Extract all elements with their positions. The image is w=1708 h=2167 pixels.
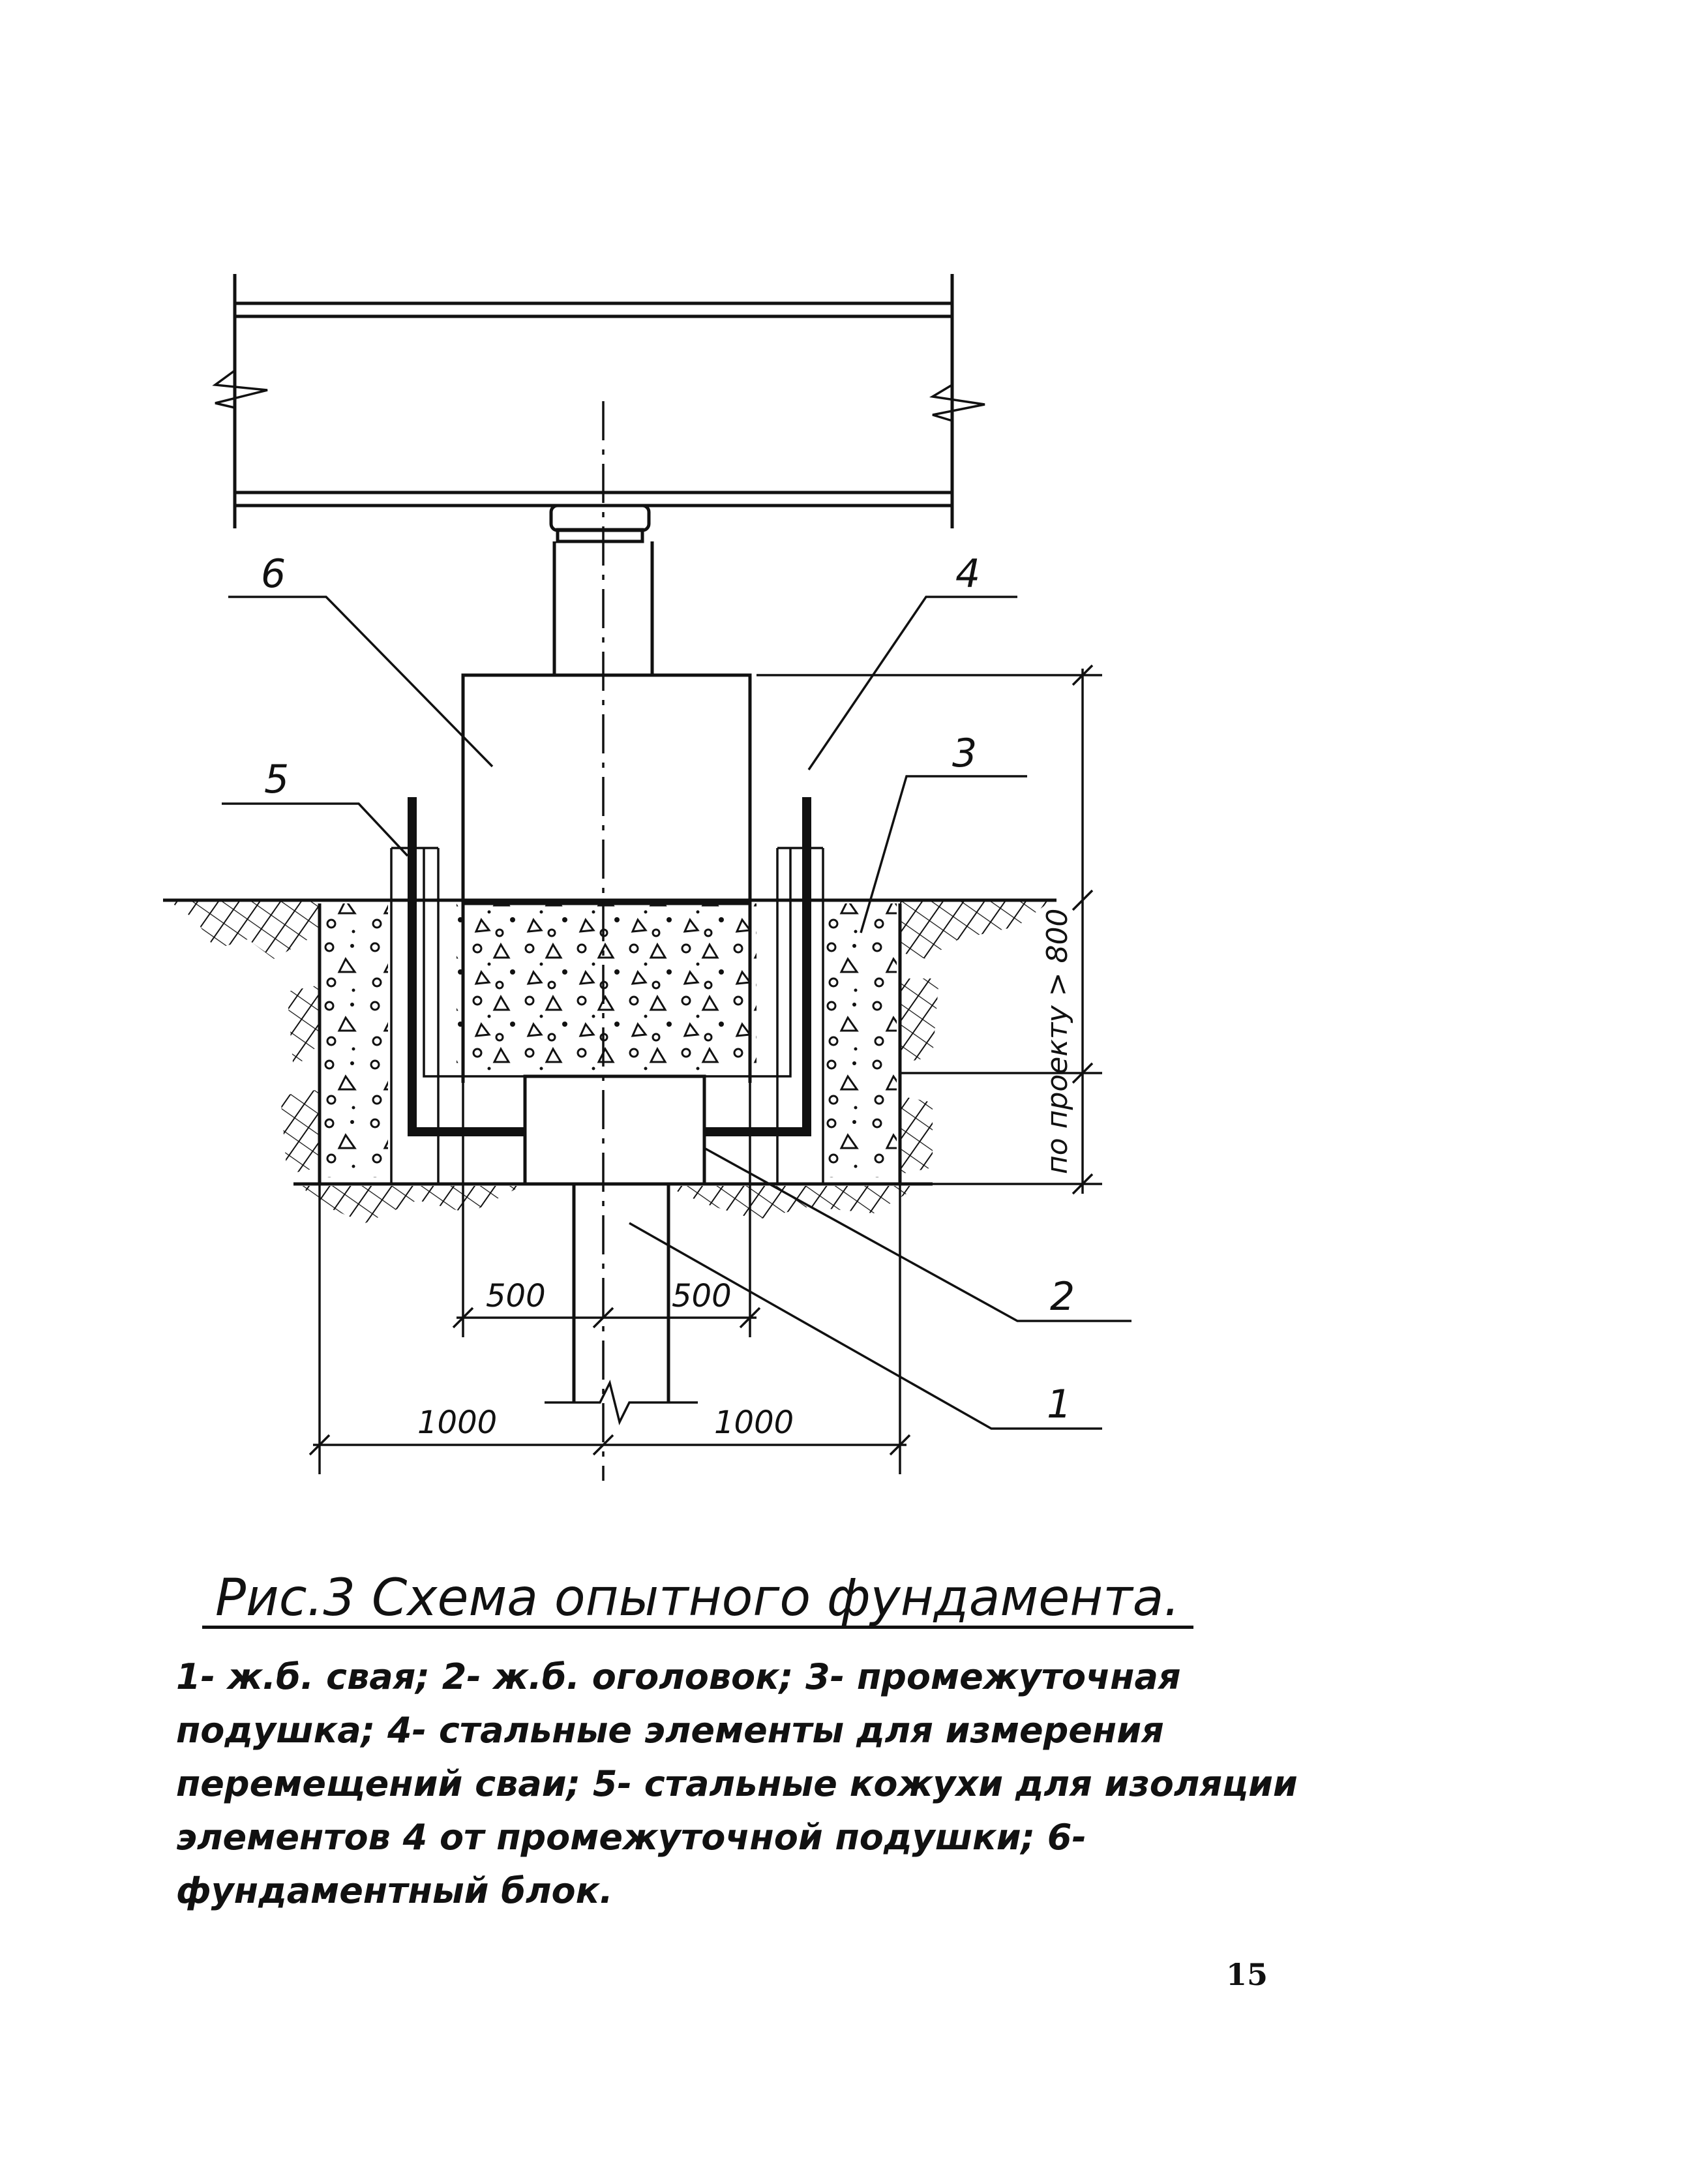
callout-1: 1	[1047, 1382, 1071, 1427]
dimension-lines	[308, 664, 1102, 1474]
callout-leaders	[222, 596, 1131, 1430]
intermediate-cushion	[318, 898, 902, 1184]
dim-right-1000: 1000	[714, 1404, 794, 1441]
callout-6: 6	[261, 551, 286, 597]
figure-caption-title: Рис.3 Схема опытного фундамента.	[215, 1569, 1180, 1628]
caption-underline	[202, 1626, 1193, 1629]
foundation-diagram: 500 500 1000 1000 по проекту > 800 6 4 5…	[163, 274, 1131, 1481]
support-column	[549, 504, 654, 675]
steel-measuring-elements	[408, 797, 811, 1136]
pile	[545, 1184, 698, 1426]
ground-surface	[163, 898, 1056, 1223]
callout-5: 5	[264, 757, 289, 802]
dim-vertical-label: по проекту > 800	[1041, 909, 1074, 1174]
figure-legend: 1- ж.б. свая; 2- ж.б. оголовок; 3- проме…	[176, 1656, 1298, 1911]
dim-right-500: 500	[672, 1278, 732, 1314]
dim-left-500: 500	[486, 1278, 546, 1314]
callout-2: 2	[1050, 1274, 1075, 1320]
dim-left-1000: 1000	[417, 1404, 497, 1441]
callout-3: 3	[952, 731, 977, 776]
page-number: 15	[1226, 1957, 1268, 1992]
callout-4: 4	[955, 551, 980, 597]
pile-cap	[523, 1074, 706, 1186]
steel-beam	[212, 274, 985, 528]
